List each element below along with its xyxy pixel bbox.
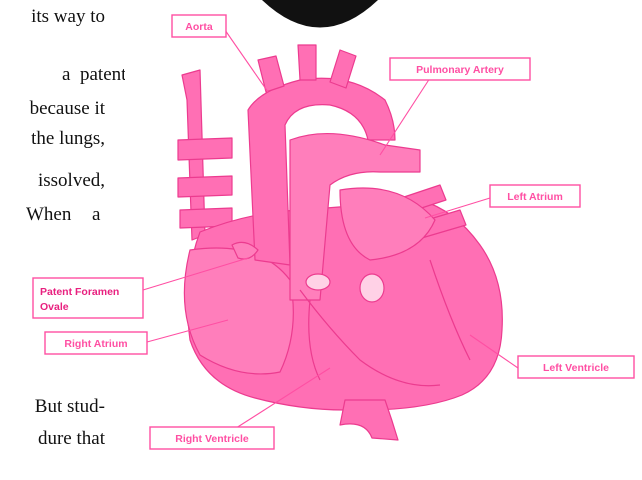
label-right-ventricle-text: Right Ventricle — [175, 433, 249, 445]
pulmonary-veins-left-shape — [178, 138, 232, 228]
label-aorta: Aorta — [172, 15, 226, 37]
label-left-atrium: Left Atrium — [490, 185, 580, 207]
label-pulmonary-artery-text: Pulmonary Artery — [416, 64, 504, 76]
mitral-valve-shape — [360, 274, 384, 302]
label-right-atrium: Right Atrium — [45, 332, 147, 354]
label-patent-foramen-text: Patent Foramen — [40, 286, 119, 298]
right-atrium-shape — [184, 248, 293, 374]
label-left-ventricle-text: Left Ventricle — [543, 362, 609, 374]
label-right-atrium-text: Right Atrium — [64, 338, 127, 350]
heart-illustration — [178, 45, 502, 440]
label-ovale-text: Ovale — [40, 301, 69, 313]
label-aorta-text: Aorta — [185, 21, 213, 33]
label-left-ventricle: Left Ventricle — [518, 356, 634, 378]
dark-circle-graphic — [262, 0, 378, 28]
tricuspid-valve-shape — [306, 274, 330, 290]
label-right-ventricle: Right Ventricle — [150, 427, 274, 449]
label-patent-foramen-ovale: Patent Foramen Ovale — [33, 278, 143, 318]
label-left-atrium-text: Left Atrium — [507, 191, 563, 203]
label-pulmonary-artery: Pulmonary Artery — [390, 58, 530, 80]
